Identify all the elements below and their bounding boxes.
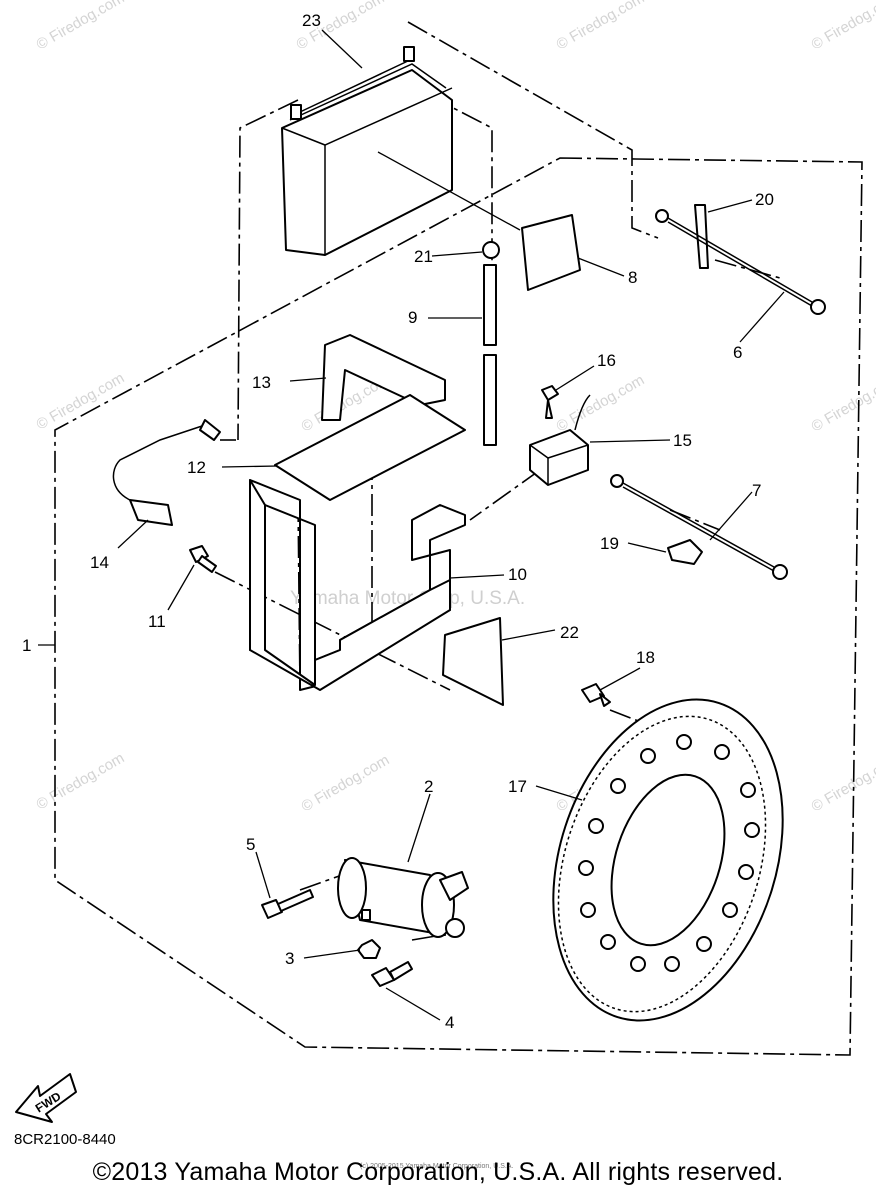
watermark: © Firedog.com — [554, 371, 648, 435]
watermark: © Firedog.com — [809, 0, 876, 53]
battery-terminal — [290, 104, 302, 120]
watermarks: © Firedog.com © Firedog.com © Firedog.co… — [34, 0, 876, 815]
callout-3: 3 — [285, 949, 294, 968]
callout-15: 15 — [673, 431, 692, 450]
label-8 — [521, 214, 581, 291]
starter-motor-2 — [337, 857, 469, 938]
callout-8: 8 — [628, 268, 637, 287]
copyright-notice: ©2013 Yamaha Motor Corporation, U.S.A. A… — [92, 1158, 784, 1186]
watermark-center: Yamaha Motor Corp, U.S.A. — [290, 588, 525, 609]
callout-7: 7 — [752, 481, 761, 500]
assembly-1-boundary — [54, 157, 863, 1056]
breather-hose-9 — [483, 264, 497, 446]
cover-19 — [667, 539, 703, 565]
leader-lines — [38, 29, 785, 1021]
callout-12: 12 — [187, 458, 206, 477]
watermark: © Firedog.com — [299, 751, 393, 815]
starter-ring-17 — [552, 698, 784, 1022]
callout-23: 23 — [302, 11, 321, 30]
battery-sheet-12 — [274, 394, 466, 501]
watermark: © Firedog.com — [809, 751, 876, 815]
callout-18: 18 — [636, 648, 655, 667]
watermark: © Firedog.com — [554, 0, 648, 53]
diagram-part-code: 8CR2100-8440 — [14, 1131, 116, 1148]
bolt-16 — [541, 385, 559, 419]
watermark: © Firedog.com — [809, 371, 876, 435]
lead-14 — [112, 419, 221, 526]
callout-1: 1 — [22, 636, 31, 655]
bolt-4 — [371, 961, 413, 987]
callout-9: 9 — [408, 308, 417, 327]
callout-22: 22 — [560, 623, 579, 642]
callout-13: 13 — [252, 373, 271, 392]
callout-10: 10 — [508, 565, 527, 584]
battery-bracket-10 — [249, 479, 466, 691]
callout-2: 2 — [424, 777, 433, 796]
callout-16: 16 — [597, 351, 616, 370]
callout-21: 21 — [414, 247, 433, 266]
callout-6: 6 — [733, 343, 742, 362]
callout-20: 20 — [755, 190, 774, 209]
cable-7 — [610, 474, 788, 580]
starter-relay-15 — [529, 394, 591, 486]
battery-terminal — [403, 46, 415, 62]
callout-5: 5 — [246, 835, 255, 854]
callout-19: 19 — [600, 534, 619, 553]
nut-3 — [357, 939, 381, 959]
battery-23 — [281, 46, 453, 256]
small-copyright: (c) 2005-2015 Yamaha Motor Corporation, … — [360, 1163, 514, 1170]
watermark: © Firedog.com — [34, 369, 128, 433]
hose-clip-21 — [482, 241, 500, 259]
callout-17: 17 — [508, 777, 527, 796]
callouts: 23 20 21 8 9 6 16 13 15 12 7 19 14 10 11… — [22, 11, 774, 1032]
watermark: © Firedog.com — [34, 749, 128, 813]
cable-6 — [655, 209, 826, 315]
tie-strap-20 — [694, 204, 709, 269]
callout-14: 14 — [90, 553, 109, 572]
fwd-arrow-icon: FWD — [15, 1073, 77, 1123]
bolt-5 — [261, 889, 314, 919]
callout-4: 4 — [445, 1013, 454, 1032]
sheet-22 — [442, 617, 504, 706]
callout-11: 11 — [148, 612, 166, 631]
bolt-11 — [189, 545, 217, 573]
watermark: © Firedog.com — [34, 0, 128, 53]
bolt-18 — [581, 683, 611, 707]
